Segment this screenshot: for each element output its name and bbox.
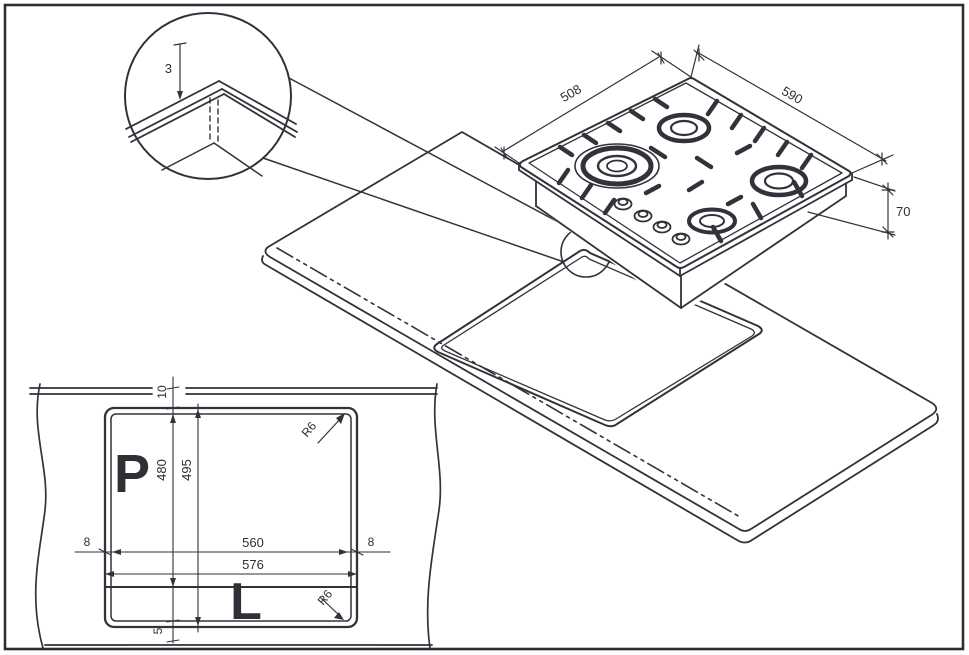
worktop-front-edge [261, 255, 939, 544]
cutout-plan-view [29, 376, 442, 649]
dim-tick [500, 51, 665, 160]
dim-line-508 [501, 56, 660, 153]
outer-width-label: 576 [242, 557, 264, 572]
detail-callout-circle [124, 12, 298, 180]
detail-leader-line-upper [288, 77, 576, 232]
radius-arrow-bottom [334, 612, 344, 620]
plan-cutout-outer [103, 406, 359, 629]
worktop-isometric [261, 77, 939, 544]
break-line-left [34, 383, 47, 649]
hob-isometric [518, 77, 853, 311]
hob-rim-outer [518, 77, 852, 269]
worktop-cutout-outer [433, 248, 763, 428]
radius-leader-top [317, 416, 343, 444]
break-line-right [426, 383, 442, 649]
zone-label-p: P [114, 444, 150, 504]
plan-dim-arrows [105, 409, 357, 626]
detail-leader-line-lower [262, 157, 565, 263]
front-clearance-label: 10 [155, 385, 169, 399]
radius-leader-bottom [319, 596, 341, 617]
rim-height-label: 3 [165, 61, 172, 76]
worktop-cutout-inner [441, 255, 755, 422]
ext-line-590-a [690, 44, 700, 78]
zone-label-l: L [230, 573, 262, 631]
plan-cutout-inner [110, 413, 352, 622]
ext-line-70-b [807, 211, 896, 236]
burner-back [656, 112, 712, 144]
hob-height-label: 70 [896, 204, 910, 219]
worktop-top-face [264, 131, 938, 532]
dim-tick [693, 48, 888, 166]
dim-line-590 [696, 51, 887, 162]
inner-depth-label: 480 [154, 459, 169, 481]
rear-clearance-label: 5 [151, 627, 165, 634]
iso-dimensions [494, 44, 896, 240]
dim-arrow [177, 91, 183, 100]
edge-offset-left-label: 8 [84, 535, 91, 549]
inner-width-label: 560 [242, 535, 264, 550]
burner-front-small [687, 207, 737, 235]
ext-line-508-b [651, 50, 692, 78]
hob-grate-bars [556, 96, 814, 244]
dim-tick [881, 184, 895, 238]
burner-right [749, 164, 809, 198]
radius-arrow-top [336, 413, 345, 424]
ext-line-590-b [851, 154, 894, 174]
hob-body-bottom-left [535, 205, 682, 309]
burner-front-left [574, 143, 660, 189]
outer-depth-label: 495 [179, 459, 194, 481]
control-knobs [613, 197, 691, 246]
hob-rim-inner [528, 82, 843, 264]
hob-lip-edge-right [679, 179, 853, 277]
ext-line-508-a [494, 146, 520, 164]
hob-lip-edge-left [518, 169, 681, 277]
edge-offset-right-label: 8 [368, 535, 375, 549]
